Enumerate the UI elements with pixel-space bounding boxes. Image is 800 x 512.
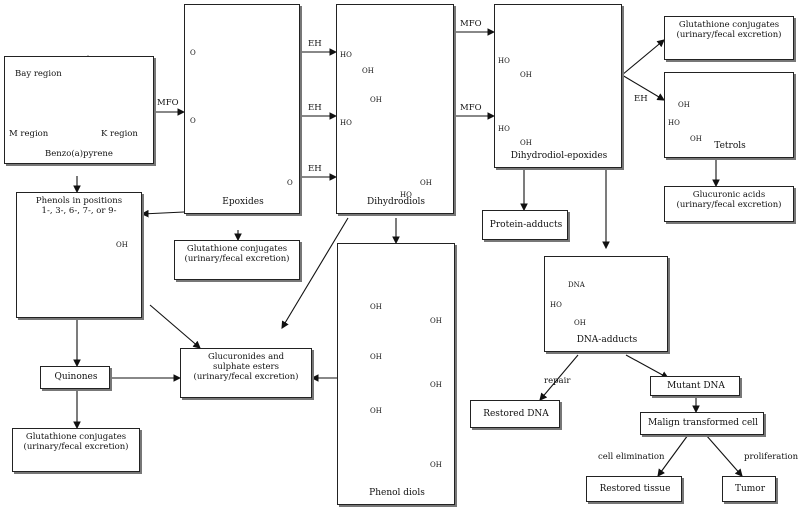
protein-adducts-box: Protein-adducts [482, 210, 568, 240]
glut-conj-bot-label: Glutathione conjugates [25, 432, 127, 442]
glut-conj-top-sub: (urinary/fecal excretion) [676, 30, 782, 40]
eh-label-4: EH [634, 94, 648, 104]
arrow-phenols-gluc [149, 304, 201, 349]
atom-ho-de-2: HO [498, 125, 510, 133]
arrow-dna-mutant [625, 354, 669, 379]
arrow-epox-phenols [140, 209, 185, 218]
glut-conj-top-label: Glutathione conjugates [678, 20, 780, 30]
glucuronides-label-2: sulphate esters [213, 362, 279, 372]
atom-oh-phenol: OH [116, 241, 128, 249]
atom-dna: DNA [568, 281, 585, 289]
malign-box: Malign transformed cell [640, 412, 764, 435]
arrow-de-tetrols [621, 74, 665, 101]
restored-tissue-label: Restored tissue [599, 484, 671, 494]
arrow-dna-restored [539, 354, 579, 401]
glucuronides-label-1: Glucuronides and [207, 352, 285, 362]
atom-oh-pd-4: OH [430, 381, 442, 389]
atom-oh-diol-2: OH [370, 96, 382, 104]
glut-conj-mid-sub: (urinary/fecal excretion) [184, 254, 290, 264]
glut-conj-top-box: Glutathione conjugates(urinary/fecal exc… [664, 16, 794, 60]
atom-ho-tetrol: HO [668, 119, 680, 127]
atom-oh-de-2: OH [520, 139, 532, 147]
atom-oh-pd-6: OH [430, 461, 442, 469]
glut-conj-bot-sub: (urinary/fecal excretion) [23, 442, 129, 452]
mfo-label-3: MFO [460, 103, 482, 113]
benzopyrene-box: Bay region M region K region Benzo(a)pyr… [4, 56, 154, 164]
arrow-diol-gluc [281, 217, 349, 329]
atom-o-epox-3: O [287, 179, 293, 187]
glut-conj-bot-box: Glutathione conjugates(urinary/fecal exc… [12, 428, 140, 472]
arrow-malign-tissue [657, 434, 689, 477]
atom-oh-pd-5: OH [370, 407, 382, 415]
mfo-label-2: MFO [460, 19, 482, 29]
glucuronic-label: Glucuronic acids [692, 190, 766, 200]
k-region-label: K region [101, 129, 138, 139]
atom-o-epox-2: O [190, 117, 196, 125]
phenol-diols-box: Phenol diols [337, 243, 455, 505]
malign-label: Malign transformed cell [647, 418, 759, 428]
atom-ho-de-1: HO [498, 57, 510, 65]
mfo-label-1: MFO [157, 98, 179, 108]
glucuronic-sub: (urinary/fecal excretion) [676, 200, 782, 210]
phenols-label-1: Phenols in positions [35, 196, 123, 206]
atom-ho-diol-2: HO [340, 119, 352, 127]
arrow-de-glut [621, 39, 665, 76]
atom-oh-dna: OH [574, 319, 586, 327]
glucuronides-label-3: (urinary/fecal excretion) [193, 372, 299, 382]
repair-label: repair [544, 376, 571, 386]
restored-dna-box: Restored DNA [470, 400, 560, 428]
atom-oh-diol-3: OH [420, 179, 432, 187]
phenol-diols-label: Phenol diols [369, 488, 425, 498]
atom-ho-diol-1: HO [340, 51, 352, 59]
dihydrodiols-label: Dihydrodiols [366, 197, 425, 207]
tetrols-label: Tetrols [714, 141, 746, 151]
diol-epoxides-box: Dihydrodiol-epoxides [494, 4, 622, 168]
dna-adducts-box: DNA-adducts [544, 256, 668, 352]
phenols-label-2: 1-, 3-, 6-, 7-, or 9- [41, 206, 117, 216]
atom-oh-pd-2: OH [430, 317, 442, 325]
tumor-label: Tumor [734, 484, 766, 494]
glut-conj-mid-label: Glutathione conjugates [186, 244, 288, 254]
atom-ho-dna: HO [550, 301, 562, 309]
eh-label-1: EH [308, 39, 322, 49]
eh-label-3: EH [308, 164, 322, 174]
atom-oh-tetrol-1: OH [678, 101, 690, 109]
diol-epoxides-label: Dihydrodiol-epoxides [510, 151, 608, 161]
eh-label-2: EH [308, 103, 322, 113]
tumor-box: Tumor [722, 476, 776, 502]
restored-tissue-box: Restored tissue [586, 476, 682, 502]
mutant-dna-label: Mutant DNA [667, 381, 725, 391]
cell-elimination-label: cell elimination [598, 452, 665, 462]
atom-o-epox-1: O [190, 49, 196, 57]
m-region-label: M region [9, 129, 49, 139]
atom-ho-diol-3: HO [400, 191, 412, 199]
glut-conj-mid-box: Glutathione conjugates(urinary/fecal exc… [174, 240, 300, 280]
proliferation-label: proliferation [744, 452, 799, 462]
epoxides-box: Epoxides [184, 4, 300, 214]
quinones-label: Quinones [54, 372, 98, 382]
atom-oh-de-1: OH [520, 71, 532, 79]
atom-oh-tetrol-2: OH [690, 135, 702, 143]
tetrols-box: Tetrols [664, 72, 794, 158]
arrow-malign-tumor [705, 434, 743, 477]
glucuronic-box: Glucuronic acids(urinary/fecal excretion… [664, 186, 794, 222]
protein-adducts-label: Protein-adducts [489, 220, 563, 230]
atom-oh-pd-3: OH [370, 353, 382, 361]
dihydrodiols-box: Dihydrodiols [336, 4, 454, 214]
atom-oh-pd-1: OH [370, 303, 382, 311]
mutant-dna-box: Mutant DNA [650, 376, 740, 396]
quinones-box: Quinones [40, 366, 110, 389]
epoxides-label: Epoxides [222, 197, 264, 207]
dna-adducts-label: DNA-adducts [576, 335, 638, 345]
bay-region-label: Bay region [15, 69, 62, 79]
restored-dna-label: Restored DNA [483, 409, 549, 419]
benzopyrene-title: Benzo(a)pyrene [45, 149, 113, 159]
atom-oh-diol-1: OH [362, 67, 374, 75]
